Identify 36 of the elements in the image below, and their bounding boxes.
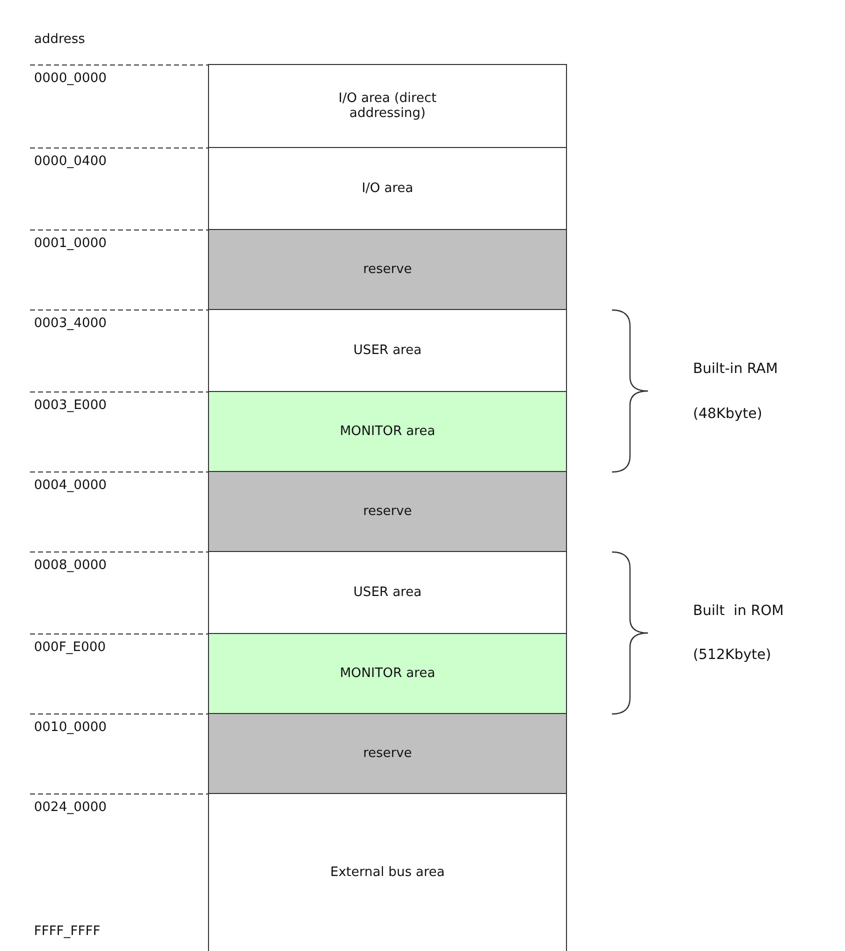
memory-region (208, 551, 567, 634)
region-label: USER area (352, 343, 423, 358)
region-label: I/O area (360, 181, 414, 196)
address-label: 0000_0000 (34, 71, 107, 86)
address-label: FFFF_FFFF (34, 924, 100, 939)
address-label: 000F_E000 (34, 640, 106, 655)
memory-region (208, 633, 567, 714)
range-label: (48Kbyte) (693, 406, 762, 422)
range-label: (512Kbyte) (693, 647, 772, 663)
address-label: 0003_E000 (34, 398, 107, 413)
memory-region (208, 713, 567, 794)
memory-region (208, 147, 567, 230)
region-label: reserve (362, 504, 413, 519)
address-label: 0010_0000 (34, 720, 107, 735)
address-label: 0003_4000 (34, 316, 107, 331)
memory-region (208, 793, 567, 951)
region-label: MONITOR area (338, 424, 436, 439)
address-label: 0001_0000 (34, 236, 107, 251)
region-label: I/O area (direct addressing) (338, 91, 438, 121)
range-label: Built-in RAM (693, 361, 778, 377)
region-label: reserve (362, 746, 413, 761)
memory-region (208, 229, 567, 310)
range-label: Built in ROM (693, 603, 784, 619)
column-heading: address (34, 32, 86, 47)
region-label: USER area (352, 585, 423, 600)
address-label: 0024_0000 (34, 800, 107, 815)
region-label: External bus area (329, 865, 446, 880)
address-label: 0000_0400 (34, 154, 107, 169)
region-label: reserve (362, 262, 413, 277)
memory-region (208, 64, 567, 148)
memory-region (208, 471, 567, 552)
memory-region (208, 309, 567, 392)
memory-region (208, 391, 567, 472)
address-label: 0004_0000 (34, 478, 107, 493)
address-label: 0008_0000 (34, 558, 107, 573)
region-label: MONITOR area (338, 666, 436, 681)
